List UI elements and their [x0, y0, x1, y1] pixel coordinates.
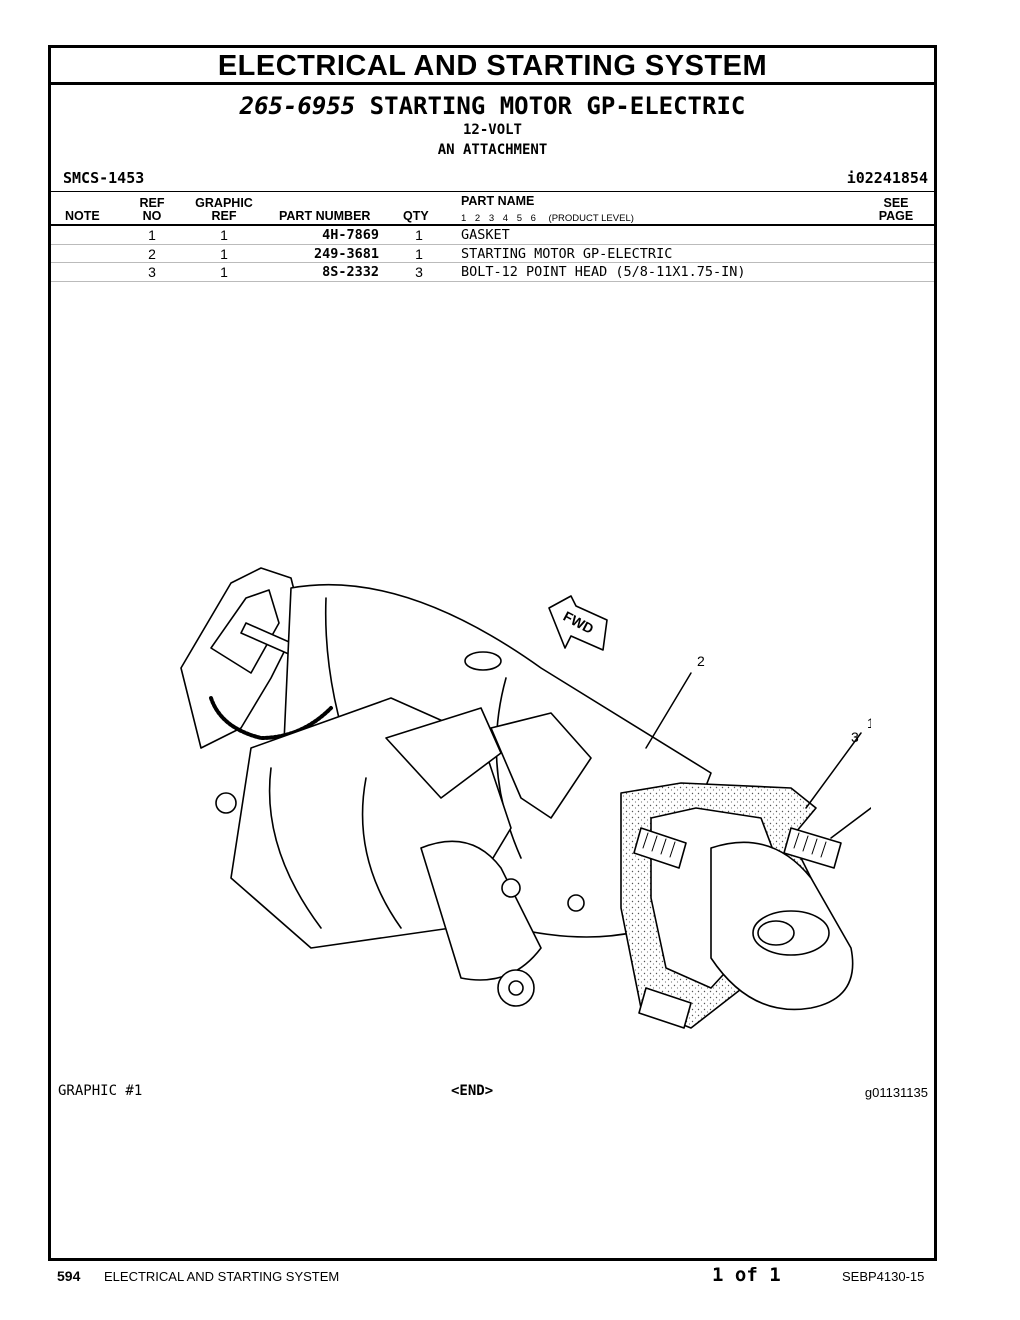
row-part-number: 249-3681	[313, 246, 379, 262]
inspection-hole	[464, 651, 502, 671]
solenoid-edge	[268, 767, 322, 929]
col-see-top: SEE	[883, 196, 909, 210]
col-ref-top: REF	[139, 196, 165, 210]
graphic-label: GRAPHIC #1	[58, 1083, 143, 1099]
col-part-name: PART NAME	[461, 194, 535, 208]
col-note: NOTE	[65, 209, 100, 223]
wire-harness	[209, 696, 333, 740]
group-title: 265-6955 STARTING MOTOR GP-ELECTRIC	[51, 92, 934, 120]
fwd-arrow: FWD	[548, 595, 608, 651]
row-part-number: 4H-7869	[322, 227, 379, 243]
bolt-upper-right	[783, 827, 842, 869]
solenoid-cap	[490, 712, 592, 819]
callout-3: 3	[851, 729, 859, 745]
row-divider	[51, 244, 934, 245]
col-part-number: PART NUMBER	[279, 209, 371, 223]
row-graphic-ref: 1	[220, 264, 228, 280]
footer-section: ELECTRICAL AND STARTING SYSTEM	[104, 1269, 340, 1284]
footer-page-of: 1 of 1	[712, 1264, 781, 1286]
group-name: STARTING MOTOR GP-ELECTRIC	[369, 92, 746, 120]
footer-page-number: 594	[57, 1268, 81, 1284]
pinion-shaft	[757, 920, 795, 946]
row-divider	[51, 262, 934, 263]
callout-1: 1	[867, 715, 871, 731]
terminal-stud	[215, 792, 237, 814]
group-voltage: 12-VOLT	[462, 122, 522, 138]
row-qty: 3	[415, 264, 423, 280]
rear-housing	[180, 567, 302, 749]
section-title-bar: ELECTRICAL AND STARTING SYSTEM	[51, 48, 934, 85]
row-part-name: GASKET	[461, 227, 510, 243]
group-number: 265-6955	[239, 92, 356, 120]
bolt-lower	[638, 987, 692, 1029]
col-graphic-bottom: REF	[211, 209, 237, 223]
body-band	[495, 677, 522, 859]
row-divider	[51, 281, 934, 282]
row-ref: 1	[148, 227, 156, 243]
row-graphic-ref: 1	[220, 246, 228, 262]
end-label: <END>	[451, 1083, 494, 1099]
leader-line-1	[805, 732, 862, 809]
row-part-name: STARTING MOTOR GP-ELECTRIC	[461, 246, 673, 262]
row-qty: 1	[415, 246, 423, 262]
product-level-label: (PRODUCT LEVEL)	[548, 213, 634, 224]
col-see-bottom: PAGE	[878, 209, 914, 223]
drive-pinion-center	[508, 980, 524, 996]
leader-line-3	[830, 807, 871, 839]
row-ref: 2	[148, 246, 156, 262]
illustration-id: i02241854	[846, 169, 928, 187]
solenoid-ring	[361, 777, 402, 929]
level-numbers: 1 2 3 4 5 6	[461, 213, 536, 224]
col-ref-bottom: NO	[142, 209, 162, 223]
section-title: ELECTRICAL AND STARTING SYSTEM	[217, 50, 768, 82]
starting-motor-illustration: FWD 2 1	[180, 567, 871, 1029]
rear-housing-rib	[210, 589, 280, 674]
graphic-number: g01131135	[864, 1085, 928, 1100]
drive-housing	[420, 840, 542, 981]
smcs-code: SMCS-1453	[63, 169, 145, 187]
row-graphic-ref: 1	[220, 227, 228, 243]
col-qty: QTY	[403, 209, 429, 223]
row-qty: 1	[415, 227, 423, 243]
mounting-nut	[501, 878, 521, 898]
row-part-number: 8S-2332	[322, 264, 379, 280]
row-ref: 3	[148, 264, 156, 280]
leader-line-2	[645, 672, 692, 749]
col-levels: 1 2 3 4 5 6 (PRODUCT LEVEL)	[461, 213, 634, 224]
row-part-name: BOLT-12 POINT HEAD (5/8-11X1.75-IN)	[461, 264, 746, 280]
col-graphic-top: GRAPHIC	[195, 196, 253, 210]
bolt-upper-left	[633, 827, 687, 869]
page-frame: ELECTRICAL AND STARTING SYSTEM 265-6955 …	[48, 45, 937, 1261]
header-top-rule	[51, 191, 934, 192]
callout-2: 2	[697, 653, 705, 669]
header-bottom-rule	[51, 224, 934, 226]
mounting-nut-2	[567, 894, 585, 912]
pinion-opening	[752, 910, 830, 956]
footer-doc-id: SEBP4130-15	[842, 1269, 925, 1284]
group-attachment: AN ATTACHMENT	[437, 142, 548, 158]
